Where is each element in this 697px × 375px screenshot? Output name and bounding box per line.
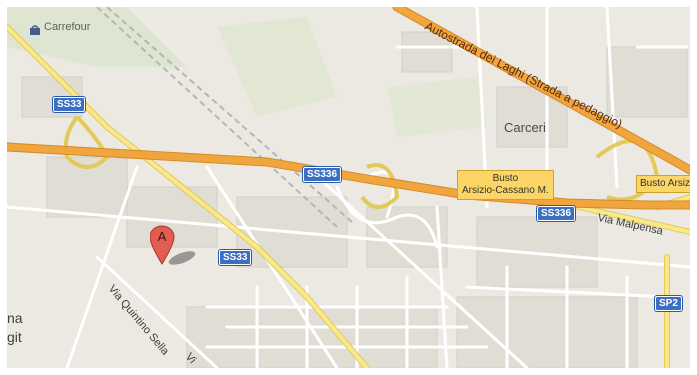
district-label: Carceri [504, 120, 546, 135]
marker-label: A [158, 229, 167, 244]
map-canvas[interactable]: Carrefour Carceri Autostrada dei Laghi (… [7, 7, 690, 368]
road-shield-sp2: SP2 [655, 296, 682, 311]
map-pin-icon[interactable]: A [149, 224, 196, 273]
exit-label-line1: Busto Arsiz [640, 178, 690, 189]
shopping-bag-icon[interactable] [29, 23, 41, 41]
exit-label-line1: Busto [492, 173, 519, 184]
exit-label-busto-arsizio-east: Busto Arsiz [636, 175, 690, 193]
road-shield-ss33-south: SS33 [219, 250, 252, 265]
exit-label-busto-arsizio-cassano: Busto Arsizio-Cassano M. [457, 170, 554, 200]
road-shield-ss336-west: SS336 [303, 167, 342, 182]
road-shield-ss33-north: SS33 [53, 97, 86, 112]
edge-label-na: na [7, 310, 23, 326]
exit-label-line2: Arsizio-Cassano M. [462, 185, 549, 196]
road-shield-ss336-east: SS336 [537, 206, 576, 221]
edge-label-git: git [7, 329, 22, 345]
map-base-layer [7, 7, 690, 368]
poi-label-carrefour[interactable]: Carrefour [44, 21, 91, 33]
